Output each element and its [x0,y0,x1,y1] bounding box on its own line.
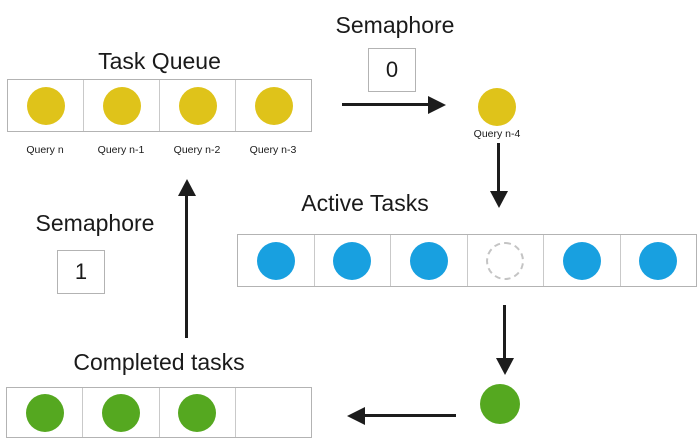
completed-task-cell [234,388,311,437]
arrow-completed-to-queue-head [177,179,196,196]
queued-task-icon [254,86,293,125]
arrow-done-to-completed-head [347,406,365,425]
active-task-cell [238,235,314,286]
active-task-icon [333,241,372,280]
active-task-cell [466,235,544,286]
active-task-icon [409,241,448,280]
completed-task-cell [82,388,158,437]
arrow-queue-to-task-head [428,95,446,114]
completed-task-icon [178,393,217,432]
queue-slot-label: Query n [26,144,64,156]
dequeued-task-label: Query n-4 [473,128,521,140]
completed-tasks-tray [6,387,312,438]
queued-task-icon [102,86,141,125]
arrow-active-to-done-head [495,358,514,375]
task-queue-cell [83,80,159,131]
completed-task-icon [25,393,64,432]
arrow-task-to-active-line [497,143,500,192]
active-task-cell [390,235,467,286]
active-tasks-title: Active Tasks [301,190,429,216]
active-task-icon [256,241,295,280]
task-queue-labels: Query n Query n-1 Query n-2 Query n-3 [7,144,311,156]
semaphore-left-value-box: 1 [57,250,105,294]
task-queue-cell [159,80,235,131]
queued-task-icon [26,86,65,125]
active-task-cell [619,235,697,286]
completed-task-cell [7,388,82,437]
arrow-completed-to-queue-line [185,195,188,338]
active-tasks-tray [237,234,697,287]
semaphore-left-title: Semaphore [35,210,155,236]
task-queue-cell [235,80,311,131]
active-task-cell [543,235,620,286]
queue-slot-label: Query n-3 [249,144,297,156]
task-queue-cell [8,80,83,131]
queue-slot-label: Query n-2 [173,144,221,156]
semaphore-top-title: Semaphore [335,12,455,38]
queue-slot-label: Query n-1 [97,144,145,156]
arrow-active-to-done-line [503,305,506,359]
active-task-icon [639,241,678,280]
arrow-task-to-active-head [489,191,508,208]
task-queue-title: Task Queue [98,48,221,74]
active-task-icon [562,241,601,280]
completed-tasks-title: Completed tasks [73,349,245,375]
semaphore-top-value-box: 0 [368,48,416,92]
dequeued-task-icon [478,88,516,126]
finished-task-icon [480,384,520,424]
arrow-queue-to-task-line [342,103,430,106]
completed-task-cell [158,388,235,437]
queued-task-icon [178,86,217,125]
active-task-cell [313,235,391,286]
arrow-done-to-completed-line [364,414,456,417]
active-task-icon [486,241,525,280]
task-queue-tray [7,79,312,132]
completed-task-icon [101,393,140,432]
